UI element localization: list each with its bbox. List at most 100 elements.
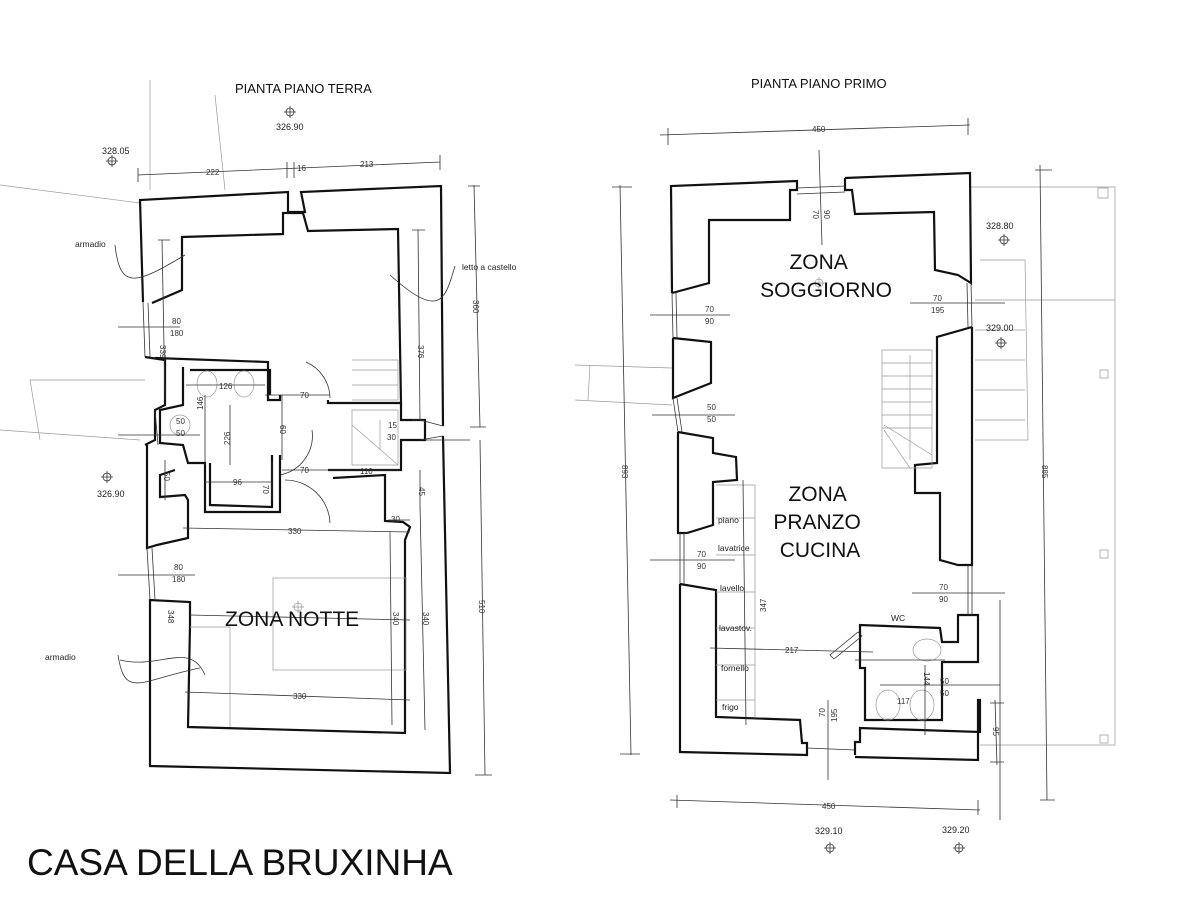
- walls: [138, 184, 452, 775]
- dim-label: 70: [933, 294, 942, 303]
- dim-label: 347: [759, 598, 768, 612]
- dim-label: 110: [360, 467, 373, 476]
- label-lavello: lavello: [720, 583, 744, 593]
- project-title: CASA DELLA BRUXINHA: [27, 842, 453, 883]
- dim-label: 70: [818, 708, 827, 717]
- dim-label: 195: [931, 306, 945, 315]
- elevation-marker-icon: [292, 601, 304, 613]
- dim-label: 90: [697, 562, 706, 571]
- dim-label: 50: [162, 472, 171, 481]
- elevation-marker-icon: [824, 842, 836, 854]
- label-letto-a-castello: letto a castello: [462, 262, 517, 272]
- dim-label: 180: [172, 575, 186, 584]
- site-lines: [0, 80, 1116, 746]
- dim-label: 340: [421, 612, 430, 626]
- dim-label: 90: [939, 595, 948, 604]
- leader-line: [114, 244, 186, 279]
- label-frigo: frigo: [722, 702, 739, 712]
- elevation-label: 329.10: [815, 826, 843, 836]
- dim-label: 450: [822, 802, 836, 811]
- dim-label: 144: [922, 672, 931, 686]
- ground-floor-title: PIANTA PIANO TERRA: [235, 81, 372, 96]
- dim-label: 96: [233, 478, 242, 487]
- dim-label: 80: [172, 317, 181, 326]
- dim-label: 339: [158, 345, 167, 359]
- dim-label: 70: [697, 550, 706, 559]
- dim-label: 60: [278, 425, 287, 434]
- dim-label: 340: [391, 612, 400, 626]
- elevation-label: 326.90: [97, 489, 125, 499]
- dim-label: 510: [477, 600, 486, 614]
- elevation-marker-icon: [953, 842, 965, 854]
- dim-label: 146: [196, 396, 205, 410]
- dim-label: 45: [417, 487, 426, 496]
- dim-label: 50: [176, 417, 185, 426]
- first-floor-plan: PIANTA PIANO PRIMO piano lavatrice lavel…: [612, 76, 1055, 854]
- dim-label: 180: [170, 329, 184, 338]
- dim-label: 70: [939, 583, 948, 592]
- elevation-label: 326.90: [276, 122, 304, 132]
- elevation-label: 328.05: [102, 146, 130, 156]
- leader-line: [117, 654, 206, 684]
- dim-label: 50: [176, 429, 185, 438]
- zone-pranzo-cucina-label: ZONA PRANZO CUCINA: [773, 483, 866, 562]
- dimension-lines: [118, 155, 492, 776]
- elevation-label: 329.00: [986, 323, 1014, 333]
- dim-label: 70: [705, 305, 714, 314]
- dim-label: 213: [360, 160, 374, 169]
- zone-notte-label: ZONA NOTTE: [225, 608, 359, 631]
- dim-label: 126: [219, 382, 233, 391]
- dim-label: 50: [940, 677, 949, 686]
- label-fornello: fornello: [721, 663, 749, 673]
- elevation-marker-icon: [813, 277, 825, 289]
- dim-label: 195: [830, 708, 839, 722]
- label-lavastoviglie: lavastov.: [719, 623, 752, 633]
- fixtures: [169, 359, 407, 727]
- dim-label: 360: [471, 300, 480, 314]
- label-armadio: armadio: [75, 239, 106, 249]
- elevation-marker-icon: [106, 155, 118, 167]
- dim-label: 330: [288, 527, 302, 536]
- dim-label: 348: [166, 610, 175, 624]
- dim-label: 222: [206, 168, 220, 177]
- dim-label: 893: [620, 465, 629, 479]
- dim-label: 226: [223, 431, 232, 445]
- dim-label: 90: [705, 317, 714, 326]
- elevation-label: 328.80: [986, 221, 1014, 231]
- elevation-marker-icon: [101, 471, 113, 483]
- dim-label: 376: [416, 345, 425, 359]
- label-armadio: armadio: [45, 652, 76, 662]
- dim-label: 217: [785, 646, 799, 655]
- first-floor-title: PIANTA PIANO PRIMO: [751, 76, 887, 91]
- zone-soggiorno-label: ZONA SOGGIORNO: [760, 251, 892, 302]
- label-piano: piano: [718, 515, 739, 525]
- ground-floor-plan: PIANTA PIANO TERRA 326.90 328.05 326.90: [45, 81, 517, 776]
- label-wc: WC: [891, 613, 905, 623]
- label-lavatrice: lavatrice: [718, 543, 750, 553]
- dim-label: 30: [391, 515, 400, 524]
- dim-label: 117: [897, 697, 910, 706]
- leader-line: [389, 265, 456, 302]
- fixtures: [716, 349, 942, 721]
- dim-label: 70: [300, 466, 309, 475]
- dim-label: 16: [297, 164, 306, 173]
- dim-label: 885: [1040, 465, 1049, 479]
- dim-label: 50: [707, 415, 716, 424]
- dim-label: 330: [293, 692, 307, 701]
- elevation-marker-icon: [998, 234, 1010, 246]
- dim-label: 70: [300, 391, 309, 400]
- dim-label: 70: [261, 485, 270, 494]
- dim-label: 450: [812, 125, 826, 134]
- dim-label: 95: [991, 727, 1000, 736]
- dim-label: 50: [707, 403, 716, 412]
- elevation-marker-icon: [284, 106, 296, 118]
- dim-label: 50: [940, 689, 949, 698]
- dim-label: 30: [387, 433, 396, 442]
- dim-label: 15: [388, 421, 397, 430]
- elevation-marker-icon: [995, 337, 1007, 349]
- dim-label: 70: [811, 210, 820, 219]
- elevation-label: 329.20: [942, 825, 970, 835]
- dim-label: 80: [174, 563, 183, 572]
- dimension-lines: [612, 118, 1055, 820]
